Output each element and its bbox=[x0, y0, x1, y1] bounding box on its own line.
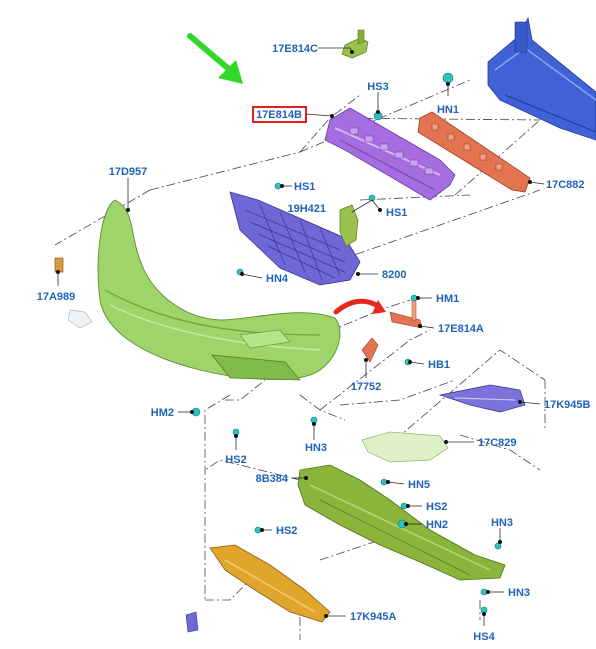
label-HN3-c[interactable]: HN3 bbox=[508, 587, 530, 599]
label-17K945A[interactable]: 17K945A bbox=[350, 611, 397, 623]
deflector-17C829[interactable] bbox=[361, 431, 449, 463]
label-HN3-a[interactable]: HN3 bbox=[305, 442, 327, 454]
highlight-box bbox=[252, 106, 307, 123]
label-HN1-top[interactable]: HN1 bbox=[437, 104, 459, 116]
label-17K945B[interactable]: 17K945B bbox=[544, 399, 591, 411]
label-8200[interactable]: 8200 bbox=[382, 269, 406, 281]
label-HN4[interactable]: HN4 bbox=[266, 273, 289, 285]
label-HS3[interactable]: HS3 bbox=[367, 81, 388, 93]
red-curved-arrow-icon bbox=[333, 298, 386, 315]
label-HB1[interactable]: HB1 bbox=[428, 359, 450, 371]
bracket-17E814C[interactable] bbox=[341, 29, 369, 59]
bracket-17752[interactable] bbox=[361, 337, 379, 363]
upper-grille-bracket[interactable] bbox=[324, 107, 456, 201]
bumper-cover[interactable] bbox=[97, 199, 341, 381]
label-HS1-a[interactable]: HS1 bbox=[294, 181, 315, 193]
lower-grille[interactable] bbox=[229, 191, 361, 286]
green-pointer-arrow-icon bbox=[187, 33, 243, 84]
label-17E814C[interactable]: 17E814C bbox=[272, 43, 318, 55]
fastener-HN3-b[interactable] bbox=[494, 542, 502, 550]
clip-17A989[interactable] bbox=[54, 257, 64, 273]
label-8B384[interactable]: 8B384 bbox=[256, 473, 289, 485]
assembly-guide-lines bbox=[54, 79, 561, 640]
label-HS2-c[interactable]: HS2 bbox=[276, 525, 297, 537]
label-17C882[interactable]: 17C882 bbox=[546, 179, 585, 191]
label-HM2[interactable]: HM2 bbox=[151, 407, 174, 419]
label-HN3-b[interactable]: HN3 bbox=[491, 517, 513, 529]
bracket-17E814A[interactable] bbox=[389, 299, 423, 329]
label-17E814B[interactable]: 17E814B bbox=[256, 109, 302, 121]
fastener-HN1[interactable] bbox=[442, 72, 454, 84]
label-17E814A[interactable]: 17E814A bbox=[438, 323, 484, 335]
label-17D957[interactable]: 17D957 bbox=[109, 166, 148, 178]
label-HM1[interactable]: HM1 bbox=[436, 293, 459, 305]
bottom-bracket[interactable] bbox=[185, 611, 199, 633]
fog-lamp[interactable] bbox=[67, 309, 93, 329]
label-19H421[interactable]: 19H421 bbox=[287, 203, 326, 215]
label-HS2-a[interactable]: HS2 bbox=[225, 454, 246, 466]
label-17752[interactable]: 17752 bbox=[351, 381, 382, 393]
part-labels: 17E814C HS3 HN1 17E814B 17C882 17D957 HS… bbox=[37, 43, 591, 643]
fastener-HS1-b[interactable] bbox=[368, 194, 376, 202]
label-17C829[interactable]: 17C829 bbox=[478, 437, 517, 449]
label-HS1-b[interactable]: HS1 bbox=[386, 207, 407, 219]
label-HS2-b[interactable]: HS2 bbox=[426, 501, 447, 513]
deflector-17K945B[interactable] bbox=[438, 384, 526, 413]
reinforcement-beam[interactable] bbox=[487, 16, 596, 141]
bracket-19H421[interactable] bbox=[339, 204, 359, 247]
label-17A989[interactable]: 17A989 bbox=[37, 291, 76, 303]
energy-absorber[interactable] bbox=[417, 111, 531, 193]
label-HN2[interactable]: HN2 bbox=[426, 519, 448, 531]
deflector-17K945A[interactable] bbox=[209, 544, 331, 623]
label-HS4[interactable]: HS4 bbox=[473, 631, 495, 643]
label-HN5[interactable]: HN5 bbox=[408, 479, 430, 491]
leader-dots bbox=[56, 50, 532, 618]
